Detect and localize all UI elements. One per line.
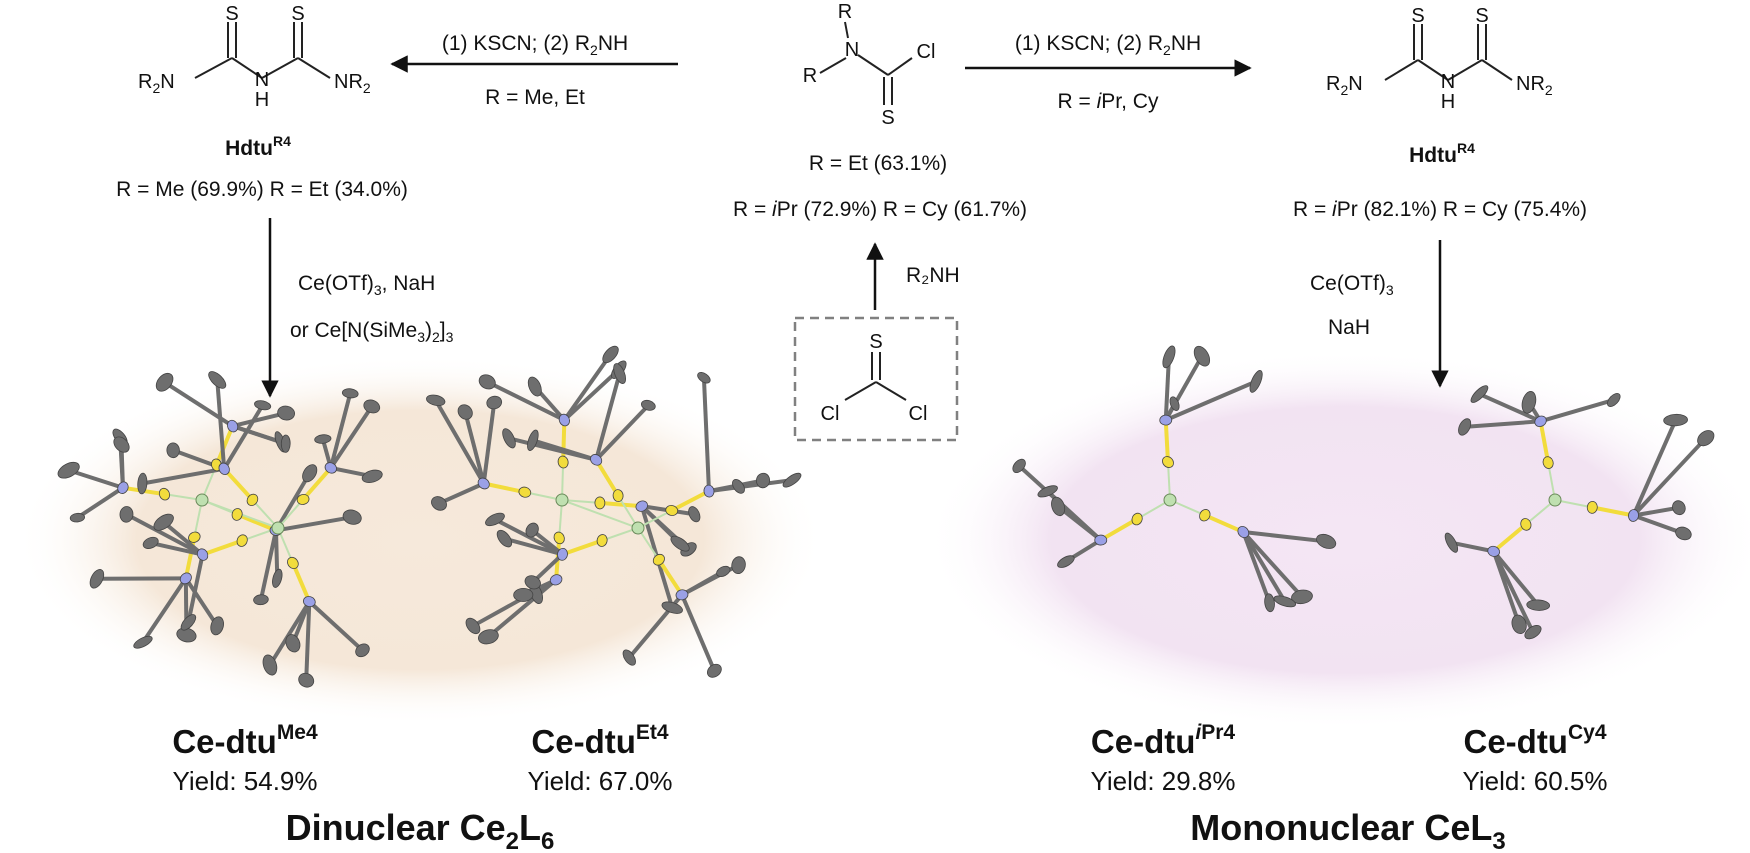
center-n: N — [845, 39, 859, 61]
right-ligand-r2n: R2N — [1326, 73, 1363, 98]
left-ligand-s2: S — [291, 3, 304, 25]
right-ligand-s1: S — [1411, 5, 1424, 27]
right-ligand-s2: S — [1475, 5, 1488, 27]
right-ligand-nr2: NR2 — [1516, 73, 1553, 98]
right-ligand-yields: R = iPr (82.1%) R = Cy (75.4%) — [1293, 198, 1587, 221]
dinuclear-label: Dinuclear Ce2L6 — [286, 807, 555, 853]
left-ligand-nh: N — [255, 69, 269, 91]
crystal-structure-ipr4 — [1012, 345, 1337, 613]
left-ligand-yields: R = Me (69.9%) R = Et (34.0%) — [116, 178, 408, 201]
mononuclear-label: Mononuclear CeL3 — [1190, 807, 1505, 853]
left-ligand-structure — [194, 22, 331, 79]
mononuclear-glow — [925, 350, 1750, 730]
center-yield-1: R = Et (63.1%) — [809, 152, 947, 175]
precursor-box — [793, 316, 959, 442]
center-cl: Cl — [917, 41, 936, 63]
left-top-conditions: R = Me, Et — [485, 86, 585, 109]
left-ligand-r2n: R2N — [138, 71, 175, 96]
center-r-top: R — [838, 1, 852, 23]
product-name-ipr4: Ce-dtuiPr4 — [1091, 721, 1236, 760]
right-metal-reagent-1: Ce(OTf)3 — [1310, 272, 1394, 298]
center-yield-2: R = iPr (72.9%) R = Cy (61.7%) — [733, 198, 1027, 221]
crystal-structure-cy4 — [1444, 385, 1715, 640]
right-ligand-h: H — [1441, 91, 1455, 113]
left-ligand-nr2: NR2 — [334, 71, 371, 96]
right-top-conditions: R = iPr, Cy — [1058, 90, 1159, 113]
product-yield-ipr4: Yield: 29.8% — [1090, 766, 1235, 796]
right-metal-reagent-2: NaH — [1328, 316, 1370, 339]
precursor-cl-left: Cl — [821, 403, 840, 425]
left-ligand-name: HdtuR4 — [225, 133, 291, 160]
crystal-structure-me4 — [57, 371, 383, 688]
product-yield-cy4: Yield: 60.5% — [1462, 766, 1607, 796]
right-ligand-structure — [1384, 24, 1513, 81]
left-metal-reagent-1: Ce(OTf)3, NaH — [298, 272, 435, 298]
precursor-s: S — [869, 331, 882, 353]
product-name-cy4: Ce-dtuCy4 — [1463, 721, 1606, 760]
precursor-structure — [844, 352, 907, 401]
left-metal-reagent-2: or Ce[N(SiMe3)2]3 — [290, 319, 454, 345]
product-yield-et4: Yield: 67.0% — [527, 766, 672, 796]
right-ligand-name: HdtuR4 — [1409, 140, 1475, 167]
center-structure — [819, 21, 913, 105]
left-ligand-h: H — [255, 89, 269, 111]
center-s: S — [881, 107, 894, 129]
center-r-left: R — [803, 65, 817, 87]
product-name-et4: Ce-dtuEt4 — [531, 721, 668, 760]
product-name-me4: Ce-dtuMe4 — [172, 721, 318, 760]
right-ligand-nh: N — [1441, 71, 1455, 93]
precursor-cl-right: Cl — [909, 403, 928, 425]
precursor-reagent: R₂NH — [906, 264, 960, 287]
product-yield-me4: Yield: 54.9% — [172, 766, 317, 796]
right-top-reagents: (1) KSCN; (2) R2NH — [1015, 32, 1201, 58]
left-top-reagents: (1) KSCN; (2) R2NH — [442, 32, 628, 58]
left-ligand-s1: S — [225, 3, 238, 25]
crystal-structure-et4 — [426, 345, 802, 678]
